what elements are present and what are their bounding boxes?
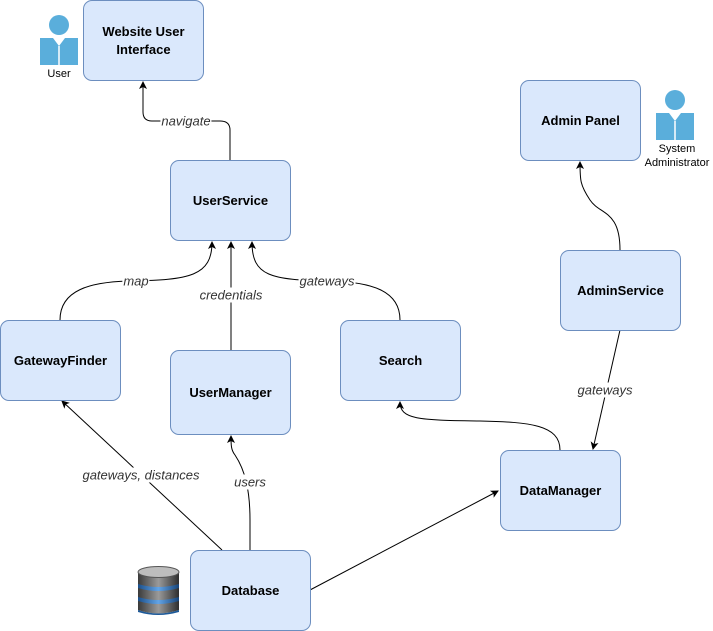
edge-database-datamanager — [309, 490, 499, 591]
edge-users — [227, 435, 251, 550]
user-actor-label: User — [47, 68, 71, 80]
edge-datamanager-search — [396, 401, 561, 451]
edge-label-credentials: credentials — [198, 287, 264, 303]
admin-actor-label: System Administrator — [645, 143, 710, 171]
node-user-manager[interactable]: UserManager — [170, 350, 291, 435]
node-admin-panel[interactable]: Admin Panel — [520, 80, 641, 161]
node-user-service[interactable]: UserService — [170, 160, 291, 241]
admin-actor-label-line1: System — [658, 143, 696, 155]
node-search[interactable]: Search — [340, 320, 461, 401]
edge-label-map: map — [122, 273, 150, 289]
edge-label-gateways-distances: gateways, distances — [81, 467, 201, 483]
node-database[interactable]: Database — [190, 550, 311, 631]
admin-actor-icon — [656, 90, 694, 140]
database-cylinder-icon — [137, 566, 180, 615]
node-admin-service[interactable]: AdminService — [560, 250, 681, 331]
node-gateway-finder[interactable]: GatewayFinder — [0, 320, 121, 401]
node-data-manager[interactable]: DataManager — [500, 450, 621, 531]
user-actor-icon — [40, 15, 78, 65]
edge-admin-panel — [576, 161, 621, 251]
edge-label-gateways-admin: gateways — [576, 382, 634, 398]
node-website-user-interface[interactable]: Website User Interface — [83, 0, 204, 81]
edge-label-gateways-search: gateways — [298, 273, 356, 289]
admin-actor-label-line2: Administrator — [644, 156, 710, 169]
edge-label-users: users — [233, 474, 267, 490]
edge-label-navigate: navigate — [160, 113, 212, 129]
